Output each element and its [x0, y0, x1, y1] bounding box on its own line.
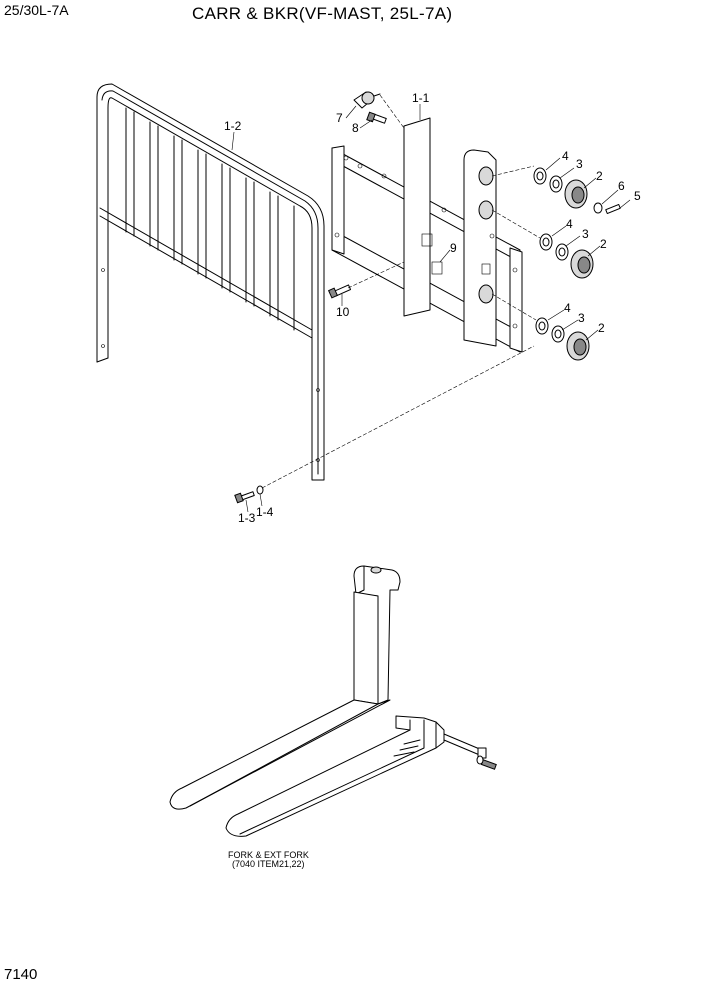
callout-4-lower: 4 [564, 301, 571, 315]
callout-3-lower: 3 [578, 311, 585, 325]
callout-5: 5 [634, 189, 641, 203]
fork-assembly [169, 565, 497, 837]
callout-4-upper: 4 [562, 149, 569, 163]
callout-10: 10 [336, 305, 350, 319]
callout-1-1: 1-1 [412, 91, 430, 105]
callout-3-upper: 3 [576, 157, 583, 171]
callout-8: 8 [352, 121, 359, 135]
roller-set-upper [533, 167, 621, 214]
load-backrest [96, 83, 325, 481]
callout-leaders [231, 104, 631, 513]
callout-7: 7 [336, 111, 343, 125]
callout-2-middle: 2 [600, 237, 607, 251]
callout-4-middle: 4 [566, 217, 573, 231]
fork-note-line2: (7040 ITEM21,22) [232, 859, 305, 869]
assembly-lines [261, 94, 541, 489]
page-number: 7140 [4, 966, 38, 983]
page-title: CARR & BKR(VF-MAST, 25L-7A) [192, 4, 453, 23]
bolt-1-3 [234, 491, 255, 504]
bolt-8 [366, 111, 387, 124]
bolt-7 [353, 91, 381, 109]
fork-note-line1: FORK & EXT FORK [228, 850, 309, 860]
callout-1-4: 1-4 [256, 505, 274, 519]
callout-1-2: 1-2 [224, 119, 242, 133]
callout-9: 9 [450, 241, 457, 255]
model-code: 25/30L-7A [4, 2, 69, 18]
roller-set-lower [535, 317, 590, 361]
bolt-10 [327, 284, 352, 299]
callout-2-lower: 2 [598, 321, 605, 335]
callout-1-3: 1-3 [238, 511, 256, 525]
callout-3-middle: 3 [582, 227, 589, 241]
callout-2-upper: 2 [596, 169, 603, 183]
callout-6: 6 [618, 179, 625, 193]
washer-1-4 [256, 485, 264, 495]
carriage-assembly [331, 117, 523, 353]
roller-set-middle [539, 233, 594, 279]
